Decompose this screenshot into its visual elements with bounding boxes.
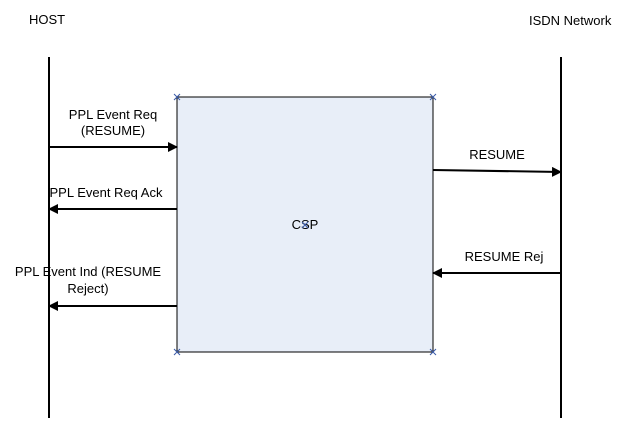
msg-resume-arrow (432, 166, 562, 177)
msg-ppl-event-ind-label-line2: Reject) (67, 281, 108, 296)
csp-box-handles (173, 93, 437, 356)
msg-ppl-event-req-label-line2: (RESUME) (81, 123, 145, 138)
msg-resume-label: RESUME (469, 147, 525, 162)
host-lane-label: HOST (29, 12, 65, 27)
isdn-network-lane-label: ISDN Network (529, 13, 612, 28)
msg-ppl-event-ind-label-line1: PPL Event Ind (RESUME (15, 264, 162, 279)
msg-resume-rej-label: RESUME Rej (465, 249, 544, 264)
msg-ppl-event-req-label-line1: PPL Event Req (69, 107, 157, 122)
msg-ppl-event-req-ack-label: PPL Event Req Ack (50, 185, 163, 200)
csp-center-marker (301, 221, 309, 229)
